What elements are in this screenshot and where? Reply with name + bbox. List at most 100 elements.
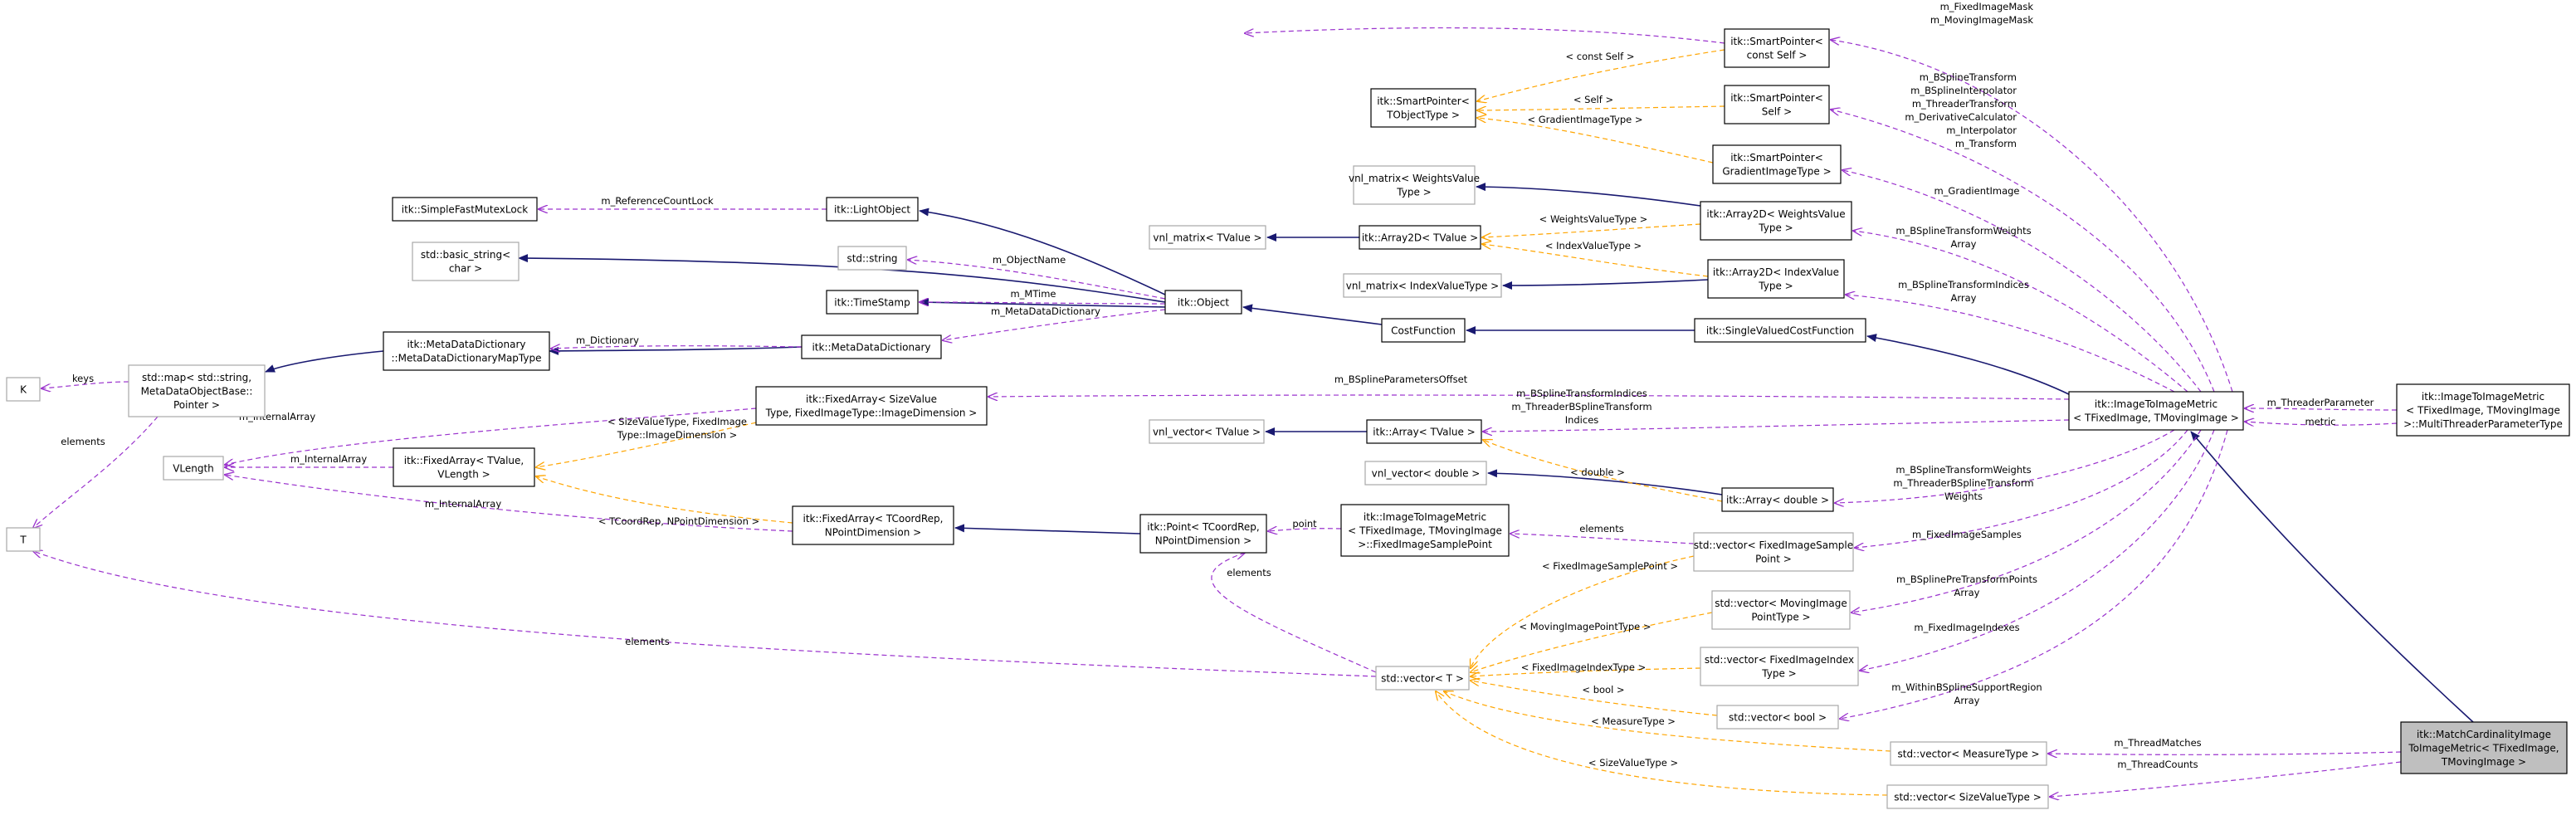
class-box [1375, 666, 1470, 691]
class-node-fixedarray-size[interactable]: itk::FixedArray< SizeValueType, FixedIma… [755, 386, 988, 426]
class-node-costfunction[interactable]: CostFunction [1381, 318, 1466, 343]
class-node-vec-size[interactable]: std::vector< SizeValueType > [1886, 784, 2049, 809]
edge-label-text: elements [625, 636, 669, 647]
class-box [826, 290, 919, 315]
class-node-array-tvalue[interactable]: itk::Array< TValue > [1366, 419, 1482, 444]
class-box [1370, 88, 1476, 128]
edge-label-internal-array-2: m_InternalArray [290, 453, 367, 465]
class-node-t[interactable]: T [6, 527, 41, 552]
class-node-lightobject[interactable]: itk::LightObject [826, 197, 919, 222]
edge-label-text: m_WithinBSplineSupportRegion [1891, 681, 2042, 693]
class-node-vec-measure[interactable]: std::vector< MeasureType > [1890, 741, 2047, 766]
class-node-timestamp[interactable]: itk::TimeStamp [826, 290, 919, 315]
class-name-text: TObjectType > [1386, 110, 1460, 121]
class-node-array-double[interactable]: itk::Array< double > [1721, 487, 1834, 512]
class-name-text: < TFixedImage, TMovingImage > [2073, 412, 2239, 424]
edge-label-text: m_MetaDataDictionary [991, 305, 1100, 317]
class-node-vnl-weights[interactable]: vnl_matrix< WeightsValueType > [1349, 165, 1480, 205]
class-node-gradient-ptr[interactable]: itk::SmartPointer<GradientImageType > [1712, 144, 1842, 184]
member-edge [1835, 429, 2175, 503]
class-box [1693, 532, 1854, 572]
template-edge [1482, 244, 1709, 277]
class-node-vec-moving-point[interactable]: std::vector< MovingImagePointType > [1711, 590, 1851, 630]
class-node-object[interactable]: itk::Object [1164, 290, 1242, 315]
edge-label-size-value-type-dim: < SizeValueType, FixedImageType::ImageDi… [607, 416, 747, 441]
class-name-text: Type > [1758, 281, 1793, 292]
edge-label-text: < MeasureType > [1591, 715, 1676, 727]
class-box [1366, 419, 1482, 444]
inheritance-edge [265, 350, 384, 373]
class-node-vnl-vector-t[interactable]: vnl_vector< TValue > [1149, 419, 1265, 444]
class-node-vnl-vector-double[interactable]: vnl_vector< double > [1364, 461, 1487, 486]
edge-label-text: m_FixedImageSamples [1912, 529, 2022, 540]
class-node-mutex[interactable]: itk::SimpleFastMutexLock [392, 197, 538, 222]
template-edge [536, 476, 793, 524]
class-box [1359, 225, 1481, 250]
class-node-svcf[interactable]: itk::SingleValuedCostFunction [1694, 318, 1866, 343]
class-node-match[interactable]: itk::MatchCardinalityImageToImageMetric<… [2400, 721, 2568, 774]
edge-label-elements-4: elements [625, 636, 669, 647]
edge-label-text: < FixedImageIndexType > [1521, 661, 1646, 673]
member-edge [908, 260, 1166, 300]
edge-label-text: m_FixedImageMask [1940, 1, 2034, 12]
class-box [383, 331, 550, 371]
class-node-tobject-ptr[interactable]: itk::SmartPointer<TObjectType > [1370, 88, 1476, 128]
class-node-mdd-map[interactable]: itk::MetaDataDictionary::MetaDataDiction… [383, 331, 550, 371]
class-name-text: itk::ImageToImageMetric [2095, 398, 2217, 410]
member-edge [920, 302, 1166, 304]
edge-label-fixed-image-indexes: m_FixedImageIndexes [1914, 622, 2019, 633]
class-node-mdd[interactable]: itk::MetaDataDictionary [801, 334, 942, 359]
member-edge [2050, 761, 2402, 797]
class-node-point[interactable]: itk::Point< TCoordRep,NPointDimension > [1139, 514, 1267, 554]
class-node-array2d-weights[interactable]: itk::Array2D< WeightsValueType > [1700, 201, 1852, 241]
class-name-text: itk::Array2D< WeightsValue [1706, 208, 1845, 220]
class-name-text: < TFixedImage, TMovingImage [2406, 404, 2560, 416]
class-name-text: VLength [173, 462, 214, 474]
class-box [1364, 461, 1487, 486]
class-node-array2d-index[interactable]: itk::Array2D< IndexValueType > [1707, 259, 1845, 299]
edge-label-text: Indices [1565, 414, 1599, 426]
class-node-k[interactable]: K [6, 377, 41, 402]
class-node-array2d-tvalue[interactable]: itk::Array2D< TValue > [1359, 225, 1481, 250]
class-name-text: vnl_vector< TValue > [1153, 426, 1261, 437]
class-box [163, 456, 224, 481]
edge-label-text: m_MTime [1010, 288, 1056, 300]
member-edge [2245, 408, 2398, 410]
class-node-vnl-tvalue[interactable]: vnl_matrix< TValue > [1149, 225, 1266, 250]
class-node-std-string[interactable]: std::string [837, 246, 907, 271]
class-name-text: Pointer > [173, 399, 220, 411]
inheritance-edge [1866, 334, 2071, 396]
member-edge [33, 416, 159, 528]
class-node-itim[interactable]: itk::ImageToImageMetric< TFixedImage, TM… [2068, 391, 2244, 431]
member-edge [551, 346, 803, 349]
class-box [826, 197, 919, 222]
edge-label-text: m_BSplineTransformIndices [1898, 279, 2029, 290]
edge-label-text: m_ThreaderTransform [1912, 98, 2017, 110]
class-node-fixedarray-coord[interactable]: itk::FixedArray< TCoordRep,NPointDimensi… [792, 505, 954, 545]
class-node-fixedarray-tvalue[interactable]: itk::FixedArray< TValue,VLength > [393, 447, 535, 487]
class-node-self-ptr[interactable]: itk::SmartPointer<Self > [1724, 85, 1830, 124]
member-edge [1853, 231, 2188, 393]
class-node-vec-bool[interactable]: std::vector< bool > [1716, 705, 1839, 730]
class-name-text: Point > [1755, 554, 1792, 565]
class-node-vlength[interactable]: VLength [163, 456, 224, 481]
inheritance-edge [1242, 304, 1383, 325]
class-node-fixed-mask-ptr[interactable]: itk::SmartPointer<const Self > [1724, 28, 1830, 68]
class-node-basic-string[interactable]: std::basic_string<char > [412, 242, 520, 281]
edge-label-text: < TCoordRep, NPointDimension > [598, 515, 759, 527]
class-name-text: itk::MetaDataDictionary [407, 339, 525, 350]
edge-label-text: m_BSplinePreTransformPoints [1896, 574, 2037, 585]
edge-label-text: Array [1954, 587, 1980, 598]
class-node-vec-sample-point[interactable]: std::vector< FixedImageSamplePoint > [1693, 532, 1854, 572]
class-node-vec-t[interactable]: std::vector< T > [1375, 666, 1470, 691]
class-node-itim-threader[interactable]: itk::ImageToImageMetric< TFixedImage, TM… [2396, 383, 2570, 437]
class-node-fixed-sample-point[interactable]: itk::ImageToImageMetric< TFixedImage, TM… [1340, 504, 1510, 557]
class-name-text: std::map< std::string, [142, 372, 251, 383]
member-edge [1840, 429, 2228, 719]
class-node-std-map[interactable]: std::map< std::string,MetaDataObjectBase… [128, 364, 266, 417]
class-name-text: const Self > [1747, 50, 1808, 61]
class-node-vnl-index[interactable]: vnl_matrix< IndexValueType > [1343, 273, 1502, 298]
class-node-vec-fixed-index[interactable]: std::vector< FixedImageIndexType > [1700, 647, 1859, 686]
